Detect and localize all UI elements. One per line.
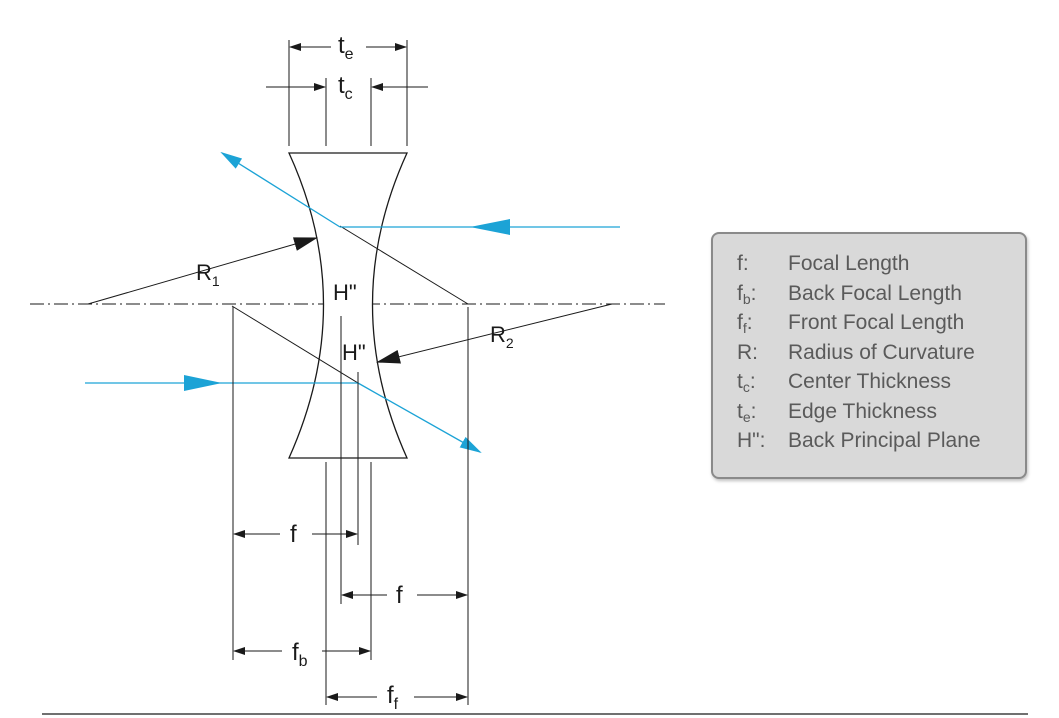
- legend-description: Edge Thickness: [788, 399, 938, 423]
- legend-symbol: tc:: [737, 370, 756, 395]
- legend-symbol: te:: [737, 399, 757, 425]
- legend-description: Radius of Curvature: [788, 340, 975, 364]
- legend-row: te: Edge Thickness: [737, 400, 1027, 430]
- f-right-label: f: [396, 582, 403, 609]
- legend-row: H": Back Principal Plane: [737, 429, 1027, 459]
- r2-arrow: [376, 303, 613, 364]
- construction-lines: [231, 225, 469, 384]
- fb-label: fb: [292, 639, 308, 670]
- legend-row: f: Focal Length: [737, 252, 1027, 282]
- legend-row: R: Radius of Curvature: [737, 341, 1027, 371]
- ff-label: ff: [387, 682, 399, 713]
- r1-arrow: [87, 237, 318, 305]
- legend-description: Back Principal Plane: [788, 429, 981, 452]
- f-left-label: f: [290, 521, 297, 548]
- legend-description: Focal Length: [788, 252, 910, 275]
- r1-label: R1: [196, 260, 220, 289]
- legend-description: Center Thickness: [788, 370, 952, 393]
- tc-label: tc: [338, 72, 353, 103]
- thickness-extension-lines: [288, 40, 408, 146]
- legend-row: ff: Front Focal Length: [737, 311, 1027, 341]
- legend-symbol: ff:: [737, 311, 753, 336]
- legend-description: Front Focal Length: [788, 311, 965, 334]
- r2-label: R2: [490, 322, 514, 351]
- legend-row: tc: Center Thickness: [737, 370, 1027, 400]
- ray-direction-arrows: [184, 219, 510, 391]
- legend-box: f: Focal Length fb: Back Focal Length ff: Fro…: [711, 232, 1027, 479]
- h-lower-label: H": [342, 340, 366, 365]
- h-upper-label: H": [333, 280, 357, 305]
- legend-symbol: H":: [737, 429, 766, 452]
- legend-description: Back Focal Length: [788, 281, 962, 305]
- legend-row: fb: Back Focal Length: [737, 282, 1027, 312]
- legend-symbol: fb:: [737, 281, 757, 307]
- te-label: te: [338, 32, 354, 63]
- legend-symbol: f:: [737, 252, 749, 275]
- legend-symbol: R:: [737, 340, 759, 364]
- lens-shape: [287, 152, 409, 459]
- bottom-extension-lines: [232, 307, 469, 705]
